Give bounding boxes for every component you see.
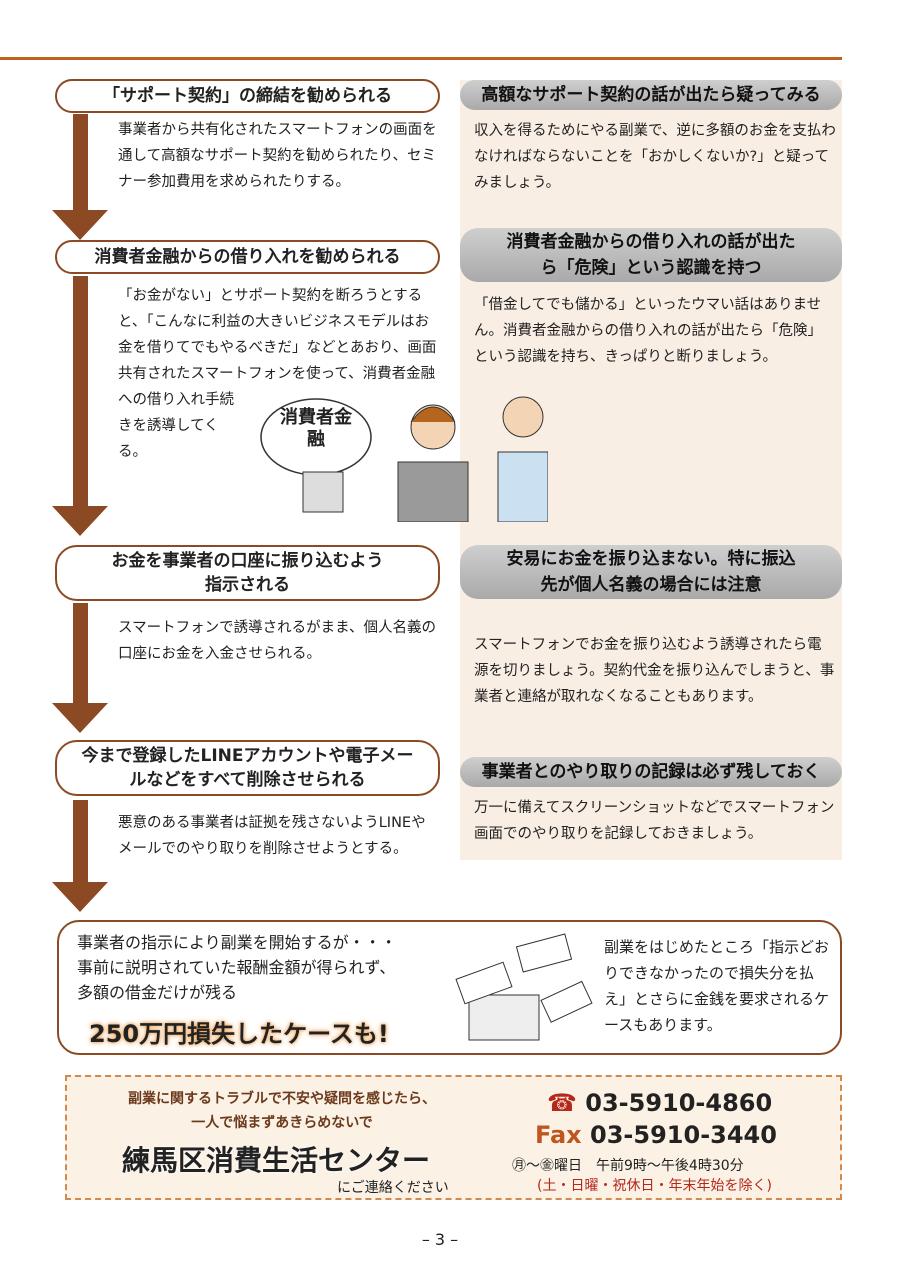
scam-illustration: 消費者金融 [258,392,549,523]
step-title: 今まで登録したLINEアカウントや電子メールなどをすべて削除させられる [55,740,440,796]
down-arrow-icon [52,603,108,733]
advice-title: 事業者とのやり取りの記録は必ず残しておく [460,757,842,787]
contact-box: 副業に関するトラブルで不安や疑問を感じたら、 一人で悩まずあきらめないで 練馬区… [65,1075,842,1200]
office-hours: ㊊～㊎曜日 午前9時～午後4時30分 [512,1158,744,1174]
advice-text: 収入を得るためにやる副業で、逆に多額のお金を支払わなければならないことを「おかし… [474,123,836,191]
advice-text: スマートフォンでお金を振り込むよう誘導されたら電源を切りましょう。契約代金を振り… [474,637,835,705]
center-name: 練馬区消費生活センター [122,1144,431,1177]
advice-text: 万一に備えてスクリーンショットなどでスマートフォン画面でのやり取りを記録しておき… [474,800,835,842]
businessman-icon [260,396,549,523]
advice-title: 安易にお金を振り込まない。特に振込先が個人名義の場合には注意 [460,545,842,599]
step-title: 消費者金融からの借り入れを勧められる [55,240,440,274]
step-title: 「サポート契約」の締結を勧められる [55,79,440,113]
phone-icon: ☎ [547,1089,577,1117]
contact-suffix: にご連絡ください [337,1180,449,1196]
result-side-text: 副業をはじめたところ「指示どおりできなかったので損失分を払え」とさらに金銭を要求… [604,938,830,1034]
fax-value: 03-5910-3440 [590,1121,777,1149]
page-number: – 3 – [421,1230,459,1249]
advice-title: 消費者金融からの借り入れの話が出たら「危険」という認識を持つ [460,228,842,282]
step-text-content: 「お金がない」とサポート契約を断ろうとすると、「こんなに利益の大きいビジネスモデ… [118,288,437,460]
closed-days: (土・日曜・祝休日・年末年始を除く) [537,1178,772,1194]
step-title: お金を事業者の口座に振り込むよう指示される [55,545,440,601]
result-line: 多額の借金だけが残る [77,983,238,1002]
contact-line: 一人で悩まずあきらめないで [191,1115,373,1131]
step-text: 事業者から共有化されたスマートフォンの画面を通して高額なサポート契約を勧められた… [118,122,437,190]
down-arrow-icon [52,114,108,240]
result-line: 事業者の指示により副業を開始するが・・・ [77,933,397,952]
money-icon [455,933,593,1041]
step-text: スマートフォンで誘導されるがまま、個人名義の口座にお金を入金させられる。 [118,620,436,662]
contact-intro: 副業に関するトラブルで不安や疑問を感じたら、 一人で悩まずあきらめないで [117,1087,447,1135]
contact-line: 副業に関するトラブルで不安や疑問を感じたら、 [128,1091,436,1107]
advice-title: 高額なサポート契約の話が出たら疑ってみる [460,80,842,110]
step-text: 悪意のある事業者は証拠を残さないようLINEやメールでのやり取りを削除させようと… [118,815,426,857]
fax-number: Fax 03-5910-3440 [535,1121,777,1149]
loss-headline: 250万円損失したケースも! [89,1020,389,1048]
result-box: 事業者の指示により副業を開始するが・・・ 事前に説明されていた報酬金額が得られず… [57,920,842,1055]
phone-value: 03-5910-4860 [585,1089,773,1117]
result-line: 事前に説明されていた報酬金額が得られず、 [77,958,396,977]
phone-number: ☎ 03-5910-4860 [547,1089,772,1117]
result-text: 事業者の指示により副業を開始するが・・・ 事前に説明されていた報酬金額が得られず… [77,930,397,1005]
down-arrow-icon [52,800,108,912]
down-arrow-icon [52,276,108,536]
fax-label: Fax [535,1121,582,1149]
bubble-text: 消費者金融 [280,407,352,450]
divider [0,57,842,60]
step-text: 「お金がない」とサポート契約を断ろうとすると、「こんなに利益の大きいビジネスモデ… [118,283,438,587]
advice-text: 「借金してでも儲かる」といったウマい話はありません。消費者金融からの借り入れの話… [474,297,822,365]
